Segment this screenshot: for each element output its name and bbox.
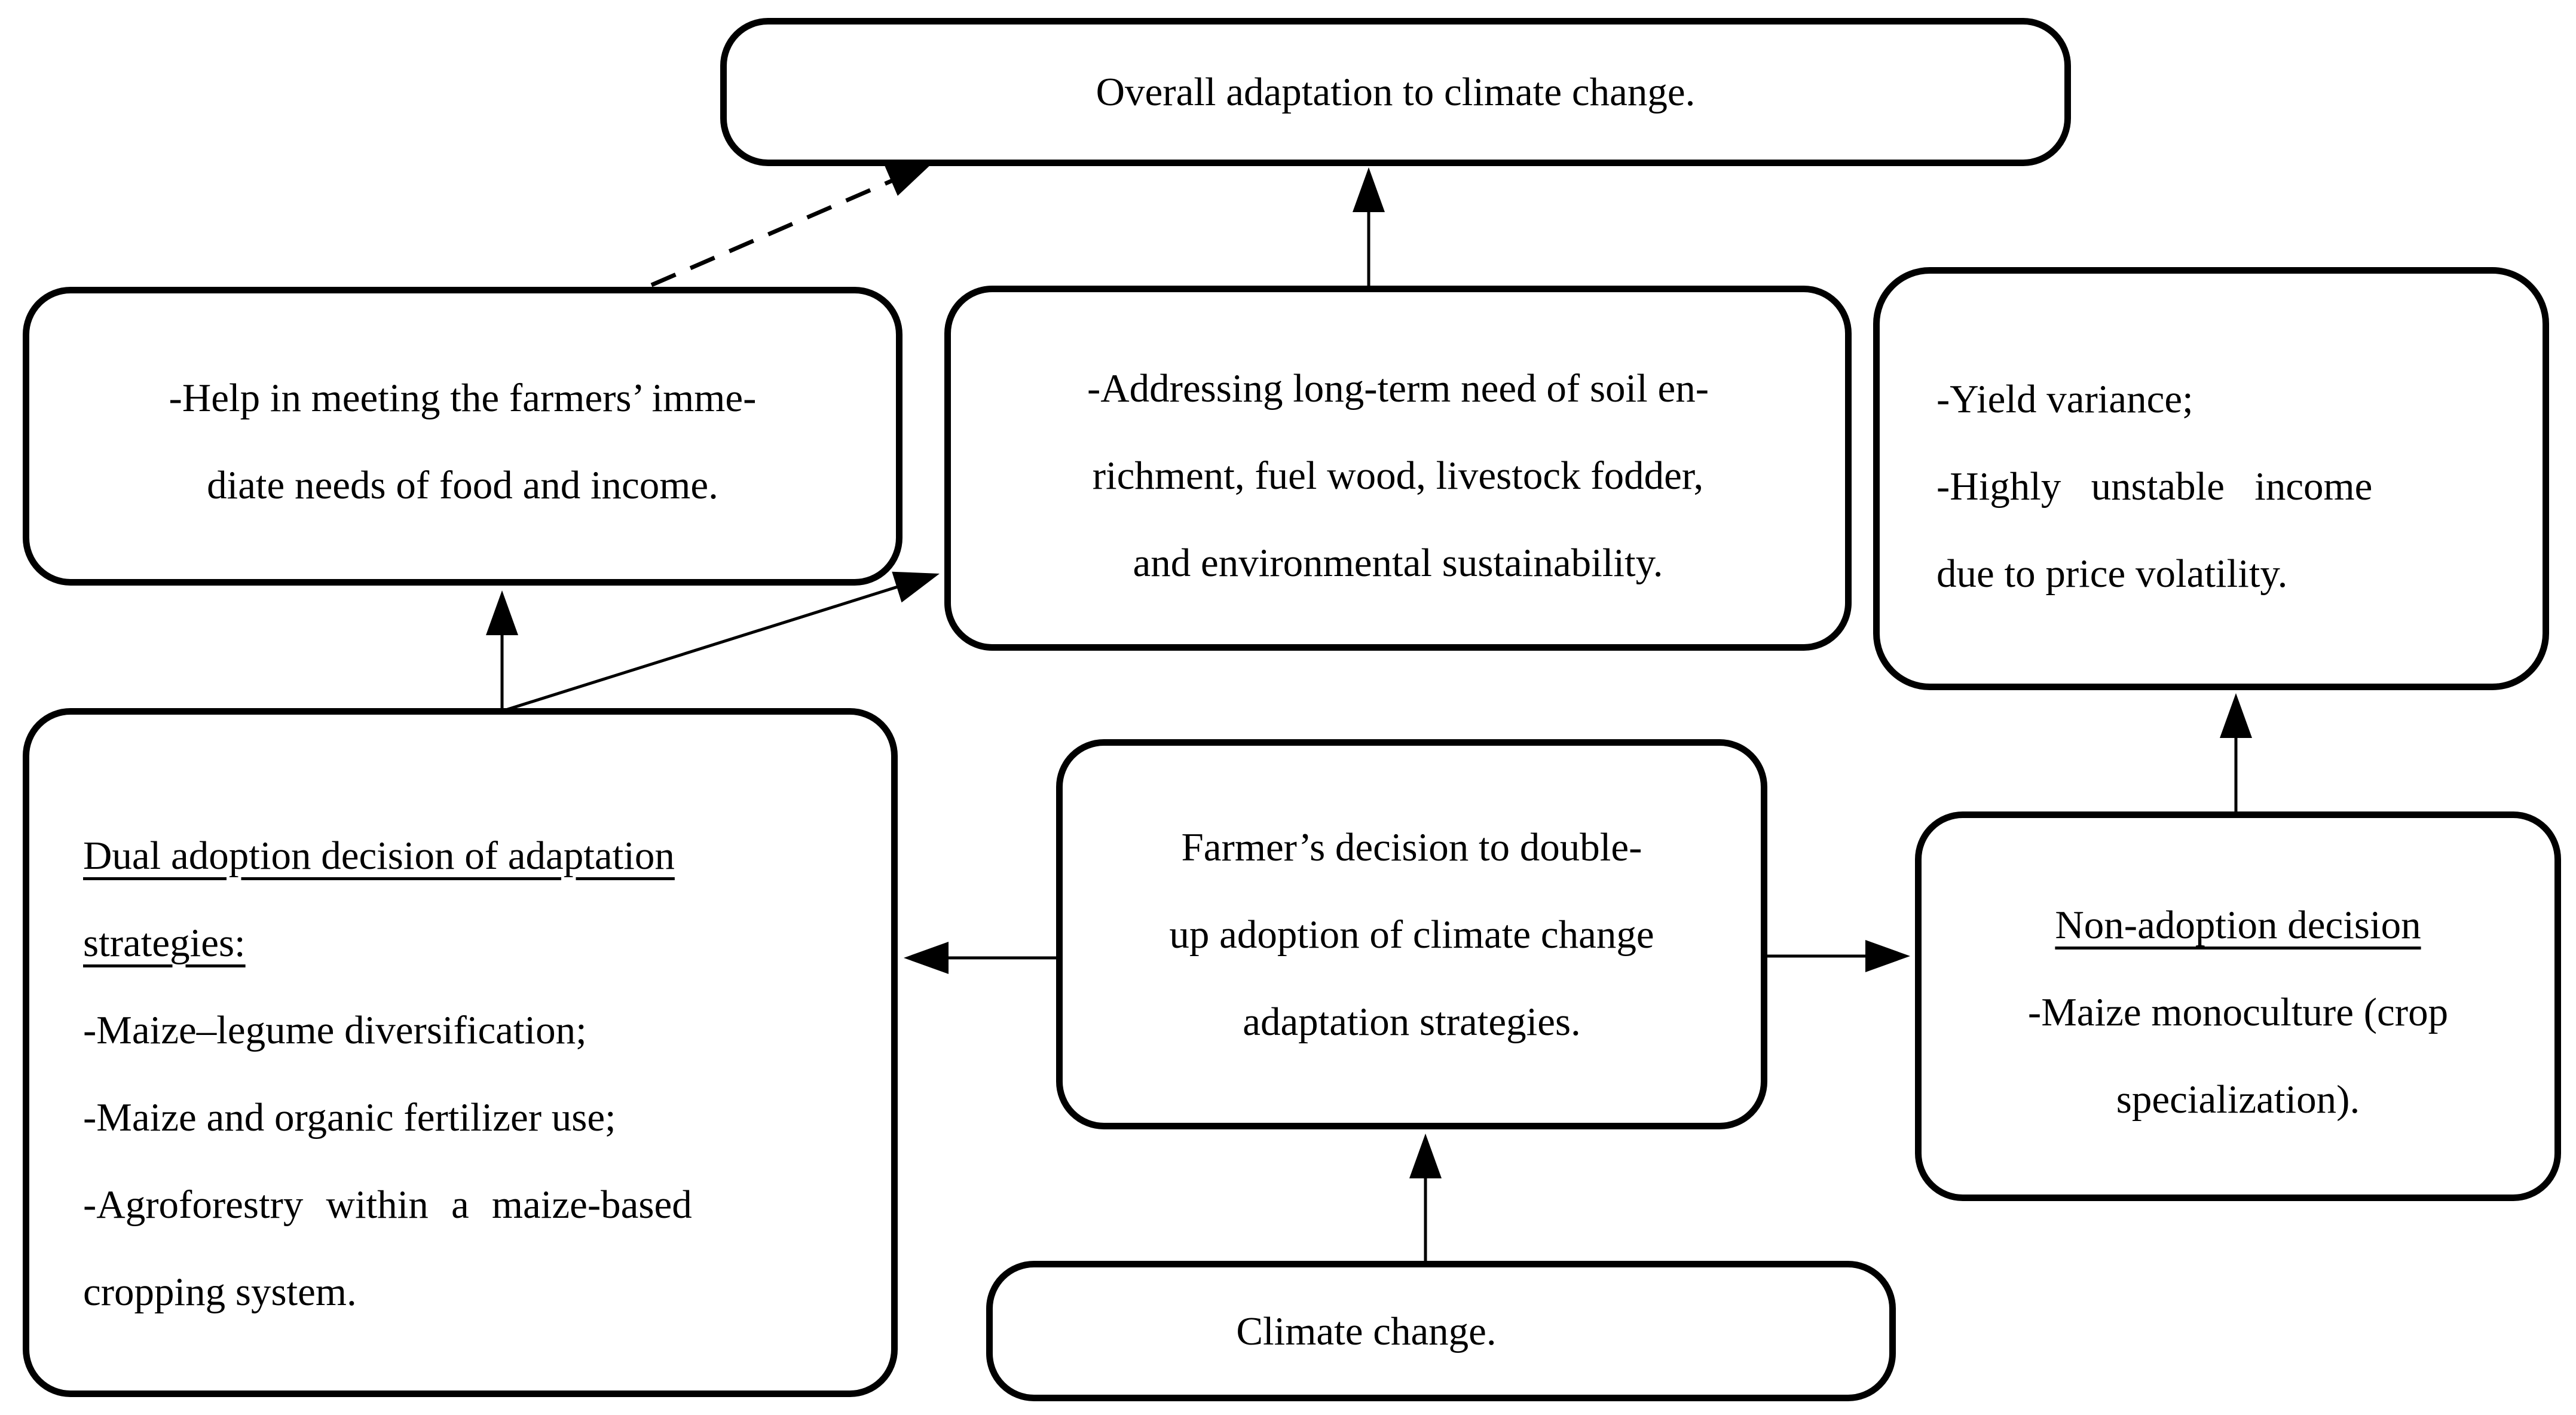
node-long-term-needs: -Addressing long-term need of soil en- r… [944, 286, 1852, 651]
node-text-line: cropping system. [83, 1269, 357, 1314]
node-yield-variance: -Yield variance; -Highly unstable income… [1873, 267, 2549, 690]
node-climate-change: Climate change. [986, 1261, 1896, 1401]
node-heading-line: Non-adoption decision [2055, 903, 2421, 947]
node-text-line: due to price volatility. [1936, 552, 2288, 596]
node-text-line: specialization). [2116, 1077, 2360, 1122]
node-text-line: -Help in meeting the farmers’ imme- [169, 376, 757, 420]
arrowhead-right [1865, 940, 1910, 972]
node-text-line: richment, fuel wood, livestock fodder, [1092, 453, 1704, 498]
node-text-line: -Yield variance; [1936, 377, 2193, 421]
arrow-help-to-overall-dashed [650, 163, 932, 287]
node-text-line: -Highly unstable income [1936, 464, 2373, 509]
arrowhead-left [904, 942, 949, 974]
arrow-addressing-to-overall [1353, 167, 1385, 286]
node-dual-adoption-decision: Dual adoption decision of adaptation str… [23, 708, 898, 1397]
arrow-nonadoption-to-yield [2220, 693, 2252, 811]
arrowhead-up [1409, 1134, 1442, 1178]
arrowhead-up [2220, 693, 2252, 738]
arrowhead-up-right [892, 571, 940, 603]
node-text-line: up adoption of climate change [1169, 912, 1654, 957]
node-text-line: -Maize monoculture (crop [2027, 990, 2449, 1034]
arrowhead-up-right [885, 163, 932, 196]
node-heading-line: strategies: [83, 920, 246, 965]
node-text-line: Farmer’s decision to double- [1181, 825, 1642, 869]
node-immediate-needs: -Help in meeting the farmers’ imme- diat… [23, 287, 902, 586]
arrowhead-up [1353, 167, 1385, 212]
node-text-line: and environmental sustainability. [1133, 540, 1663, 585]
node-text-line: diate needs of food and income. [207, 463, 718, 507]
node-overall-adaptation: Overall adaptation to climate change. [720, 18, 2071, 166]
node-text-line: -Maize and organic fertilizer use; [83, 1095, 616, 1140]
arrow-farmer-to-dual [904, 942, 1056, 974]
node-text-line: Overall adaptation to climate change. [1096, 70, 1696, 114]
arrowhead-up [486, 590, 518, 635]
node-non-adoption-decision: Non-adoption decision -Maize monoculture… [1915, 811, 2561, 1201]
arrow-climate-to-farmer [1409, 1134, 1442, 1261]
node-text-line: -Maize–legume diversification; [83, 1007, 587, 1052]
node-heading-line: Dual adoption decision of adaptation [83, 833, 675, 878]
node-farmer-decision: Farmer’s decision to double- up adoption… [1056, 739, 1767, 1129]
node-text-line: adaptation strategies. [1243, 999, 1581, 1044]
node-text-line: Climate change. [1236, 1309, 1497, 1353]
arrow-dual-to-help [486, 590, 518, 711]
node-text-line: -Agroforestry within a maize-based [83, 1182, 692, 1227]
arrow-farmer-to-nonadoption [1767, 940, 1910, 972]
node-text-line: -Addressing long-term need of soil en- [1087, 366, 1709, 411]
arrow-dual-to-addressing [501, 571, 940, 713]
